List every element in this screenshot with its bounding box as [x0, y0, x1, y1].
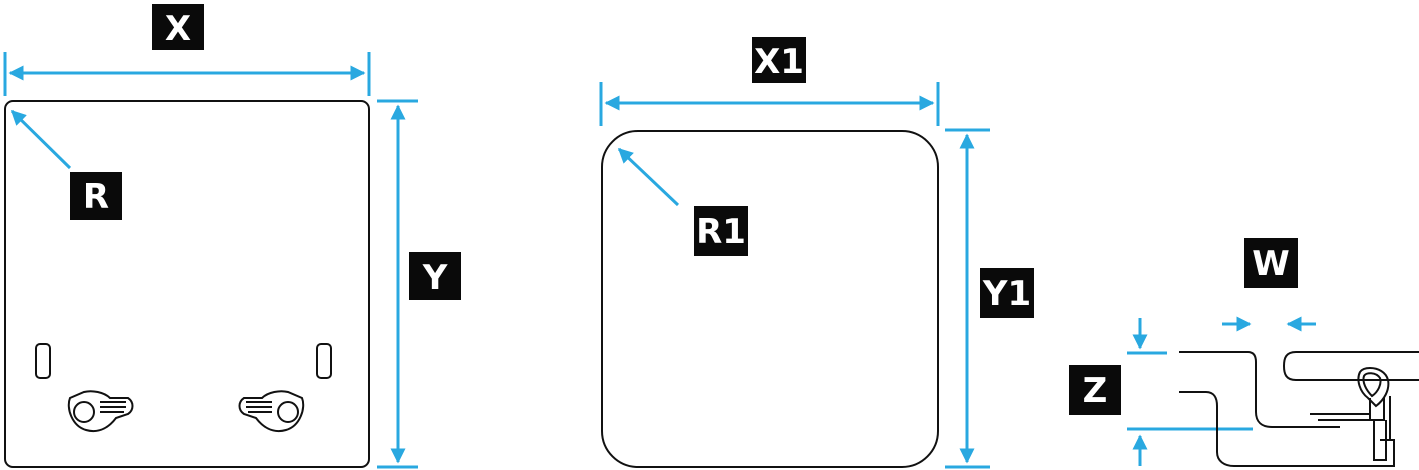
label-z: Z	[1083, 371, 1108, 411]
label-r-box	[70, 172, 122, 220]
latch-left	[67, 390, 134, 432]
label-y1: Y1	[982, 274, 1031, 314]
label-y1-box	[980, 268, 1034, 318]
label-x1: X1	[754, 42, 804, 82]
label-w-box	[1244, 238, 1298, 288]
panel-rounded-outline	[601, 130, 939, 468]
edge-section: W Z	[1069, 238, 1419, 467]
edge-seal-clip	[1310, 366, 1395, 467]
label-r1-box	[694, 206, 748, 256]
label-x-box	[152, 4, 204, 50]
label-r1: R1	[696, 212, 746, 252]
r-leader	[10, 109, 72, 170]
label-x: X	[165, 9, 191, 49]
panel-square-outline	[4, 100, 370, 468]
label-r: R	[83, 177, 109, 217]
mounting-slot-right	[316, 343, 332, 379]
label-z-box	[1069, 365, 1121, 415]
latch-right	[238, 390, 305, 432]
frame-bar	[1282, 351, 1419, 381]
label-y-box	[409, 252, 461, 300]
mounting-slot-left	[35, 343, 51, 379]
panel-rounded: X1 Y1 R1	[599, 37, 1034, 469]
panel-square: X Y R	[3, 4, 461, 469]
label-y: Y	[422, 258, 448, 298]
label-x1-box	[752, 37, 806, 83]
label-w: W	[1252, 244, 1290, 284]
r1-leader	[617, 147, 680, 207]
panel-edge-profile	[1179, 351, 1386, 467]
